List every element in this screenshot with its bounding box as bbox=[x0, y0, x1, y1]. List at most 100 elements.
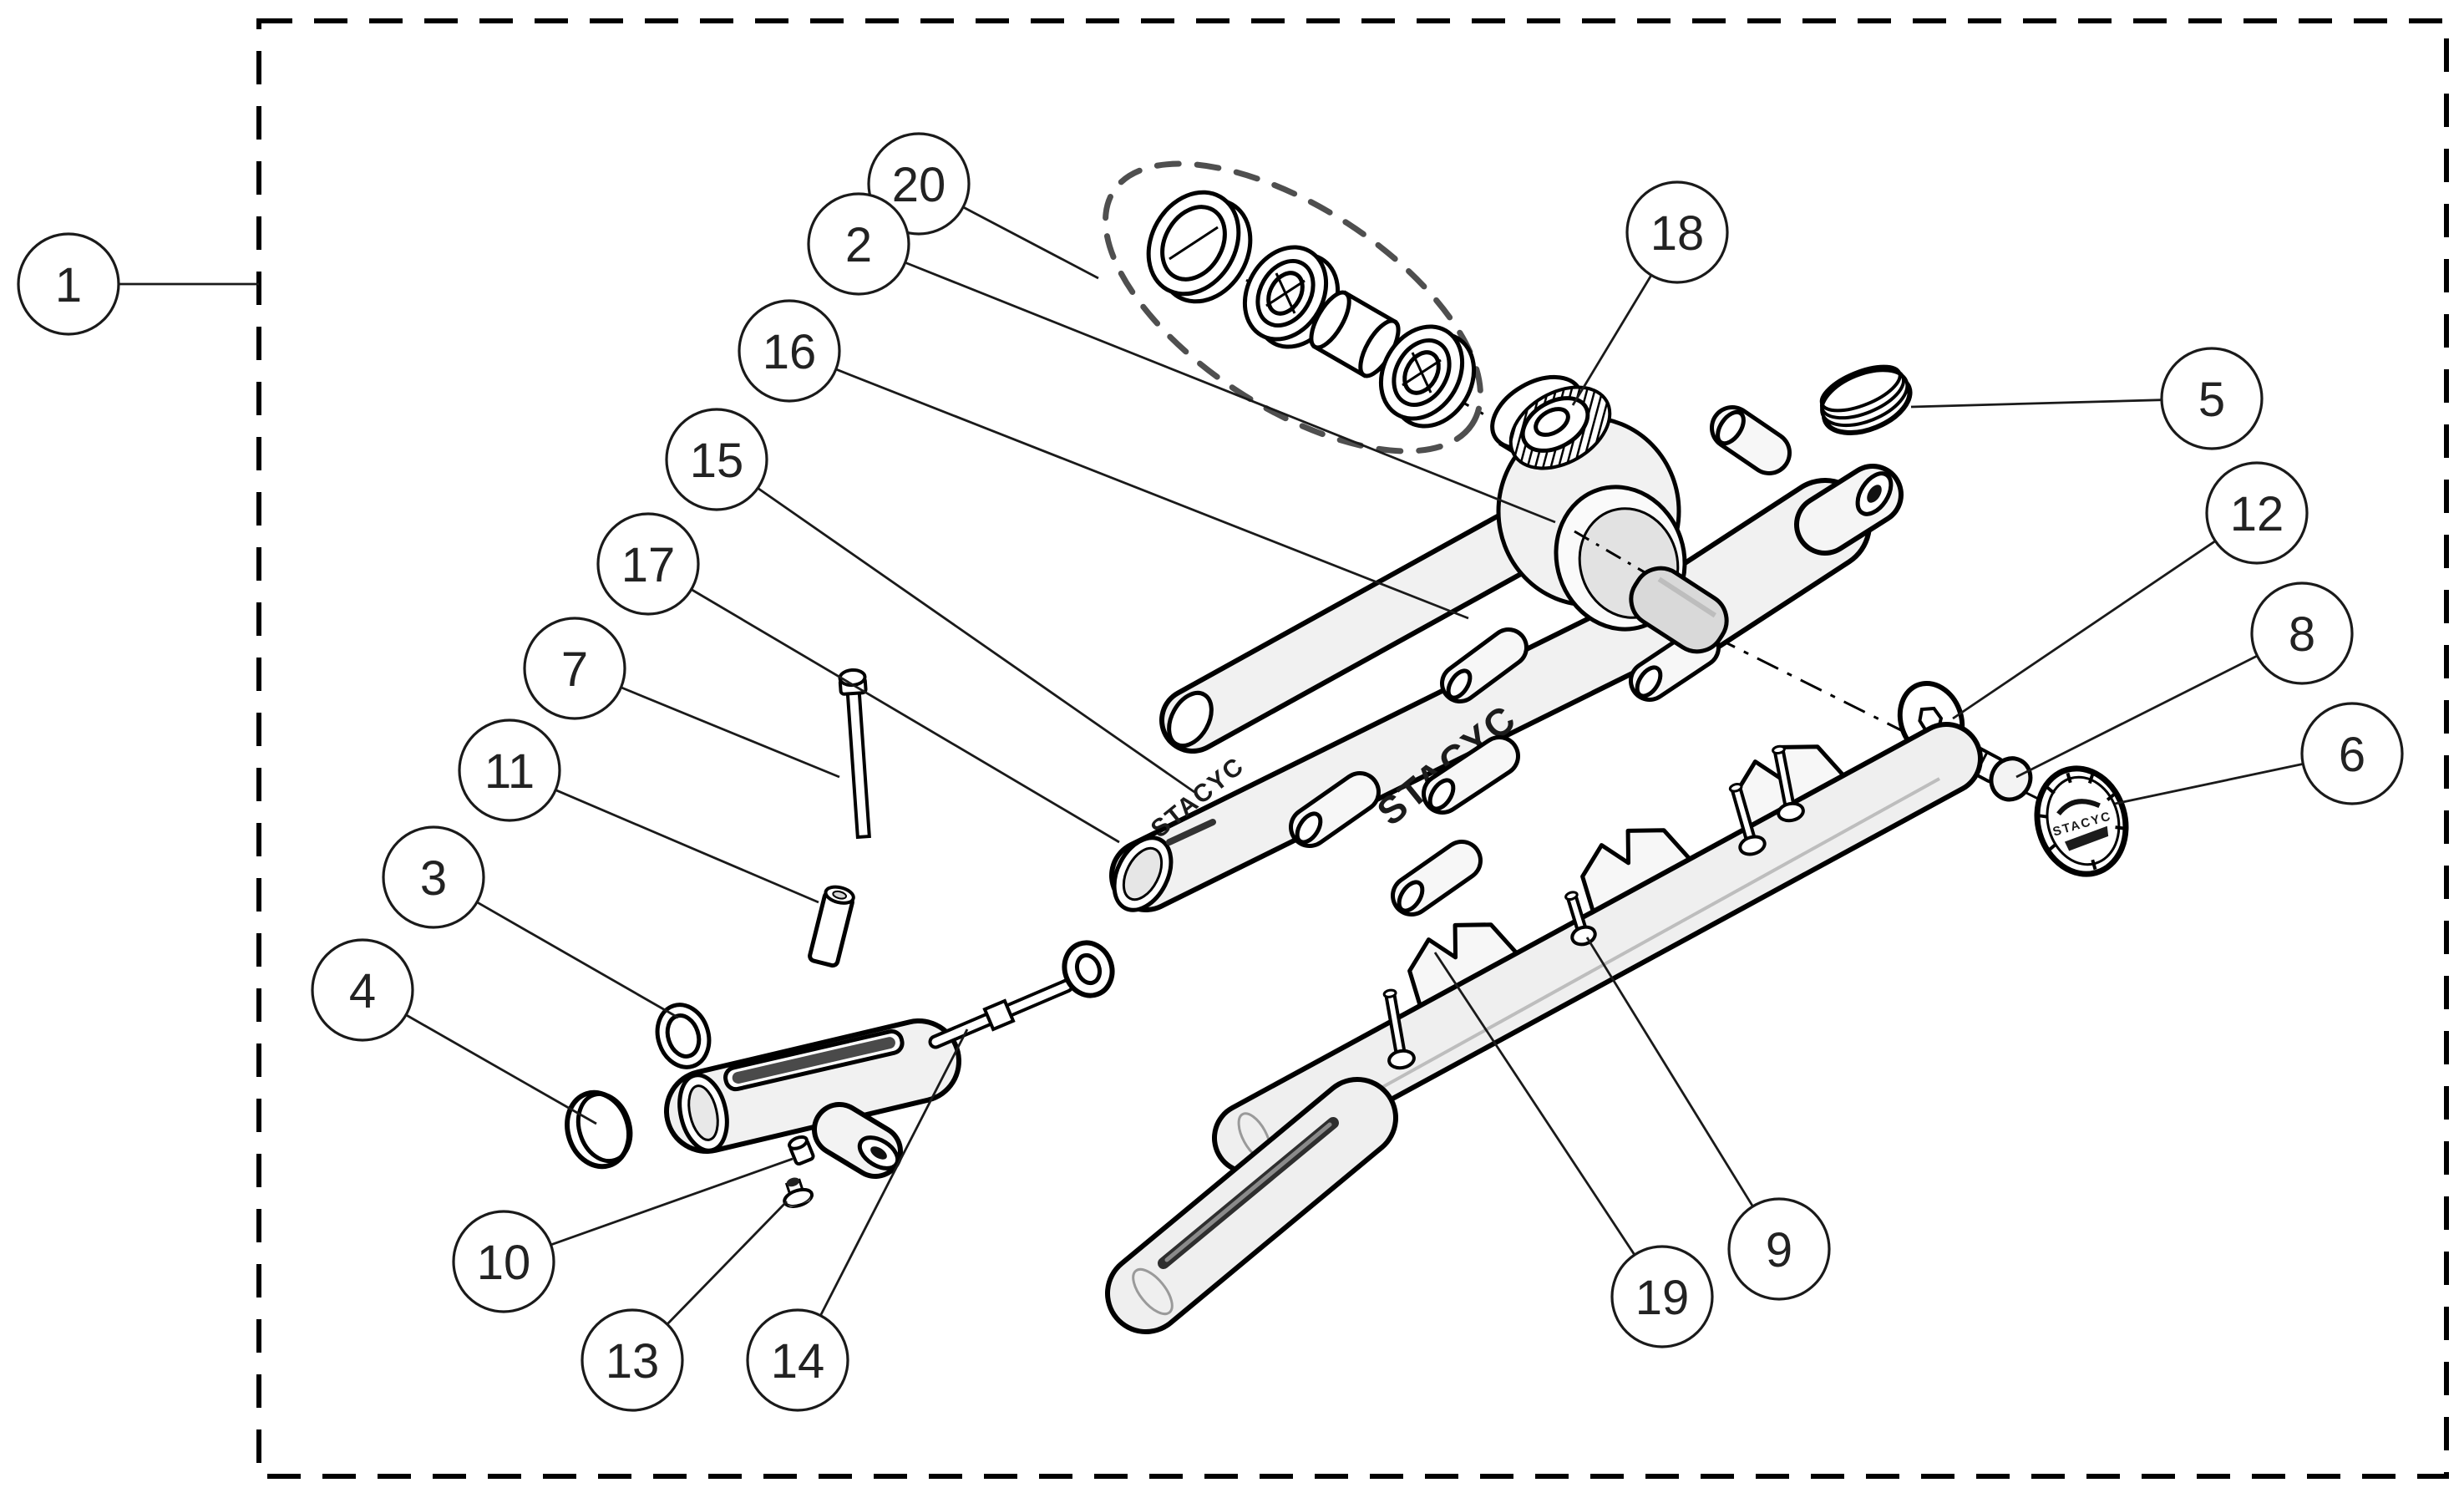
headset-seal-cap bbox=[1819, 364, 1913, 435]
callout-leader-4 bbox=[405, 1013, 597, 1125]
callout-leader-10 bbox=[550, 1157, 793, 1247]
callout-leader-13 bbox=[666, 1201, 788, 1325]
callout-number-20: 20 bbox=[892, 158, 946, 212]
callout-number-7: 7 bbox=[561, 642, 588, 697]
head-tube-bearing-seat bbox=[1490, 374, 1612, 470]
set-pin bbox=[788, 1135, 815, 1166]
callout-leader-9 bbox=[1585, 937, 1754, 1207]
front-skid bbox=[1105, 1077, 1398, 1334]
callout-balloon-18 bbox=[1625, 180, 1729, 284]
head-tube-housing bbox=[1490, 374, 1729, 654]
guard-screws bbox=[1382, 744, 1805, 1070]
clamp-body bbox=[664, 1018, 961, 1179]
pinch-slot bbox=[1166, 819, 1216, 845]
clamp-boss bbox=[812, 1102, 903, 1179]
callout-layer: 1 20 2 16 15 17 7 11 3 4 10 13 14 19 9 18 5 12 8 6 bbox=[17, 132, 2404, 1412]
guard-bracket bbox=[1580, 828, 1695, 918]
cap-logo-swoosh bbox=[2056, 799, 2101, 816]
callout-number-6: 6 bbox=[2339, 728, 2365, 782]
callout-number-15: 15 bbox=[690, 434, 744, 488]
boss bbox=[1289, 771, 1381, 848]
hub-logo-cap: STACYC bbox=[2034, 765, 2129, 877]
callout-number-4: 4 bbox=[349, 964, 376, 1018]
callout-balloon-8 bbox=[2250, 581, 2354, 685]
callout-leader-15 bbox=[757, 487, 1195, 794]
bearing-kit-dashed-ellipse bbox=[1103, 160, 1483, 454]
spacer-pin bbox=[808, 885, 855, 968]
cross-tube-peg bbox=[1710, 405, 1792, 475]
steerer-clamp-assembly bbox=[565, 668, 1115, 1208]
boss bbox=[1391, 840, 1483, 917]
callout-leader-11 bbox=[555, 789, 819, 904]
callout-balloon-19 bbox=[1610, 1245, 1714, 1348]
callout-leader-17 bbox=[690, 588, 1120, 844]
callout-balloon-13 bbox=[581, 1308, 684, 1412]
callout-balloon-15 bbox=[665, 408, 768, 511]
callout-balloon-3 bbox=[382, 825, 485, 929]
eye-rod bbox=[928, 940, 1115, 1049]
callout-balloon-10 bbox=[452, 1210, 555, 1313]
upper-tube-open-end bbox=[1167, 690, 1214, 749]
callout-number-2: 2 bbox=[845, 218, 872, 272]
callout-number-8: 8 bbox=[2289, 607, 2315, 662]
guard-screw bbox=[1772, 744, 1805, 823]
callout-leader-20 bbox=[962, 206, 1099, 280]
guard-screw bbox=[1382, 988, 1416, 1070]
callout-balloon-2 bbox=[807, 192, 910, 296]
clamp-slot bbox=[723, 1029, 905, 1092]
callout-number-13: 13 bbox=[606, 1334, 660, 1389]
callout-number-12: 12 bbox=[2230, 487, 2284, 541]
callout-balloon-16 bbox=[738, 299, 841, 403]
pinch-collar bbox=[655, 1003, 712, 1069]
callout-balloon-6 bbox=[2300, 702, 2404, 805]
seal-ring bbox=[1146, 190, 1253, 304]
callout-leader-5 bbox=[1910, 399, 2162, 409]
callout-balloon-17 bbox=[596, 512, 700, 616]
callout-leader-6 bbox=[2114, 763, 2304, 805]
callout-leader-8 bbox=[2015, 654, 2259, 779]
callout-balloon-14 bbox=[746, 1308, 849, 1412]
callout-number-16: 16 bbox=[763, 325, 817, 379]
callout-balloon-4 bbox=[311, 938, 414, 1042]
callout-number-9: 9 bbox=[1766, 1223, 1792, 1277]
callout-number-11: 11 bbox=[484, 744, 535, 799]
guard-screw bbox=[1564, 891, 1597, 947]
callout-leader-19 bbox=[1433, 952, 1636, 1256]
cap-logo-bar bbox=[2064, 825, 2109, 851]
spacer-tube bbox=[1309, 290, 1401, 378]
callout-number-17: 17 bbox=[621, 538, 676, 592]
callout-balloon-7 bbox=[523, 617, 626, 720]
bearing-lower bbox=[1378, 324, 1477, 429]
callout-leader-12 bbox=[1952, 540, 2217, 720]
guard-bracket bbox=[1407, 922, 1522, 1013]
callout-balloon-5 bbox=[2160, 347, 2264, 450]
callout-balloon-9 bbox=[1727, 1197, 1831, 1301]
lower-neck-tube: STACYC STACYC bbox=[1109, 586, 1695, 912]
guards bbox=[1105, 722, 1983, 1334]
callout-leader-7 bbox=[620, 686, 840, 779]
callout-leader-18 bbox=[1571, 274, 1653, 406]
callout-leader-2 bbox=[905, 261, 1556, 524]
callout-balloon-1 bbox=[17, 232, 120, 336]
boss bbox=[1422, 735, 1520, 815]
cross-tube-hub bbox=[1794, 464, 1904, 556]
boss bbox=[1440, 627, 1529, 703]
callout-leader-14 bbox=[819, 1028, 969, 1317]
dome-cap bbox=[565, 1089, 633, 1170]
stub-axle bbox=[1629, 566, 1729, 654]
callout-balloon-11 bbox=[458, 719, 561, 822]
callout-number-10: 10 bbox=[477, 1236, 531, 1290]
callout-leader-16 bbox=[835, 368, 1469, 620]
callout-balloon-12 bbox=[2205, 461, 2309, 565]
callout-leader-3 bbox=[476, 901, 679, 1019]
callout-number-18: 18 bbox=[1650, 206, 1705, 261]
guard-screw bbox=[1728, 782, 1767, 856]
callout-number-1: 1 bbox=[55, 258, 82, 312]
bearing-kit-group bbox=[1103, 160, 1483, 454]
callout-number-14: 14 bbox=[771, 1334, 825, 1389]
callout-number-19: 19 bbox=[1635, 1271, 1690, 1325]
callout-number-5: 5 bbox=[2198, 373, 2225, 427]
callout-number-3: 3 bbox=[420, 851, 447, 906]
